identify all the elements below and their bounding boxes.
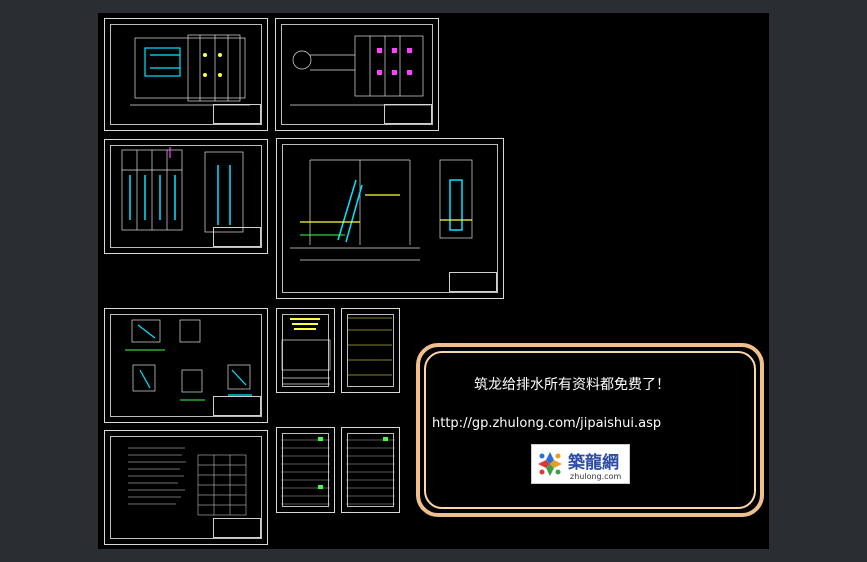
drawing-sheet-8[interactable] bbox=[104, 430, 268, 545]
title-block bbox=[384, 104, 432, 124]
drawing-sheet-5[interactable] bbox=[104, 308, 268, 423]
drawing-sheet-7[interactable] bbox=[341, 308, 400, 393]
drawing-sheet-9[interactable] bbox=[276, 427, 335, 513]
notice-box bbox=[416, 343, 764, 517]
zhulong-logo[interactable]: 築龍網 zhulong.com bbox=[531, 444, 630, 484]
drawing-sheet-3[interactable] bbox=[104, 139, 268, 254]
notice-url-link[interactable]: http://gp.zhulong.com/jipaishui.asp bbox=[432, 416, 662, 431]
drawing-sheet-6[interactable] bbox=[276, 308, 335, 393]
drawing-sheet-1[interactable] bbox=[104, 18, 268, 131]
drawing-sheet-4[interactable] bbox=[276, 138, 504, 299]
title-block bbox=[449, 272, 497, 292]
zhulong-logo-icon bbox=[538, 452, 562, 476]
logo-brand-cn: 築龍網 bbox=[568, 453, 619, 473]
title-block bbox=[213, 227, 261, 247]
logo-brand-en: zhulong.com bbox=[570, 472, 622, 481]
title-block bbox=[213, 396, 261, 416]
drawing-sheet-10[interactable] bbox=[341, 427, 400, 513]
notice-message: 筑龙给排水所有资料都免费了！ bbox=[474, 377, 670, 393]
title-block bbox=[213, 518, 261, 538]
title-block bbox=[213, 104, 261, 124]
